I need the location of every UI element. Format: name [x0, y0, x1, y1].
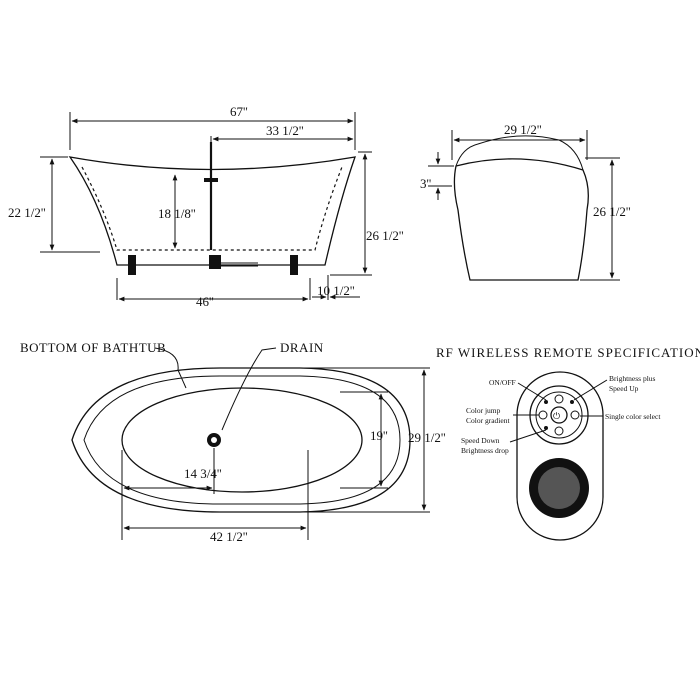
- label-color-jump: Color jump: [466, 406, 501, 415]
- end-view: 29 1/2'' 3'' 26 1/2'': [420, 122, 631, 281]
- dim-drain-offset: 14 3/4'': [184, 466, 222, 481]
- brightness-plus-dot-icon: [570, 400, 574, 404]
- top-view: BOTTOM OF BATHTUB DRAIN 19'' 29 1/2'' 14…: [20, 340, 446, 544]
- side-view-interior-line: [81, 166, 343, 251]
- label-speed-down: Speed Down: [461, 436, 500, 445]
- label-color-gradient: Color gradient: [466, 416, 510, 425]
- dim-total-height: 26 1/2'': [366, 228, 404, 243]
- right-leg: [290, 255, 298, 275]
- left-leg: [128, 255, 136, 275]
- drain-label: DRAIN: [280, 340, 324, 355]
- dim-end-width: 29 1/2'': [504, 122, 542, 137]
- power-button[interactable]: [550, 406, 568, 424]
- remote-dial-center: [538, 467, 580, 509]
- power-icon: ⏻: [553, 411, 560, 421]
- dim-overall-length: 67'': [230, 104, 248, 119]
- color-mode-button[interactable]: [538, 410, 548, 420]
- dim-rim-drop: 3'': [420, 176, 431, 191]
- dim-outer-width: 29 1/2'': [408, 430, 446, 445]
- label-single-color: Single color select: [605, 412, 661, 421]
- dim-inner-length: 42 1/2'': [210, 529, 248, 544]
- brightness-up-button[interactable]: [554, 394, 564, 404]
- side-view-tub-outline: [68, 156, 356, 266]
- drain-leader-line: [221, 347, 277, 431]
- faucet-handle: [204, 178, 218, 182]
- end-view-rim: [455, 135, 584, 171]
- end-view-tub-outline: [453, 158, 589, 281]
- brightness-down-button[interactable]: [554, 426, 564, 436]
- side-view: 67'' 33 1/2'' 22 1/2'' 18 1/8'' 26 1/2''…: [8, 104, 404, 309]
- dim-end-height: 22 1/2'': [8, 205, 46, 220]
- dim-interior-depth: 18 1/8'': [158, 206, 196, 221]
- top-view-outer-outline: [71, 367, 411, 513]
- top-view-basin: [121, 387, 363, 493]
- on-off-dot-icon: [544, 400, 548, 404]
- bottom-of-bathtub-label: BOTTOM OF BATHTUB: [20, 340, 166, 355]
- remote-specifications: RF WIRELESS REMOTE SPECIFICATIONS ⏻ ON/O…: [436, 345, 700, 541]
- single-color-button[interactable]: [570, 410, 580, 420]
- dim-inner-width: 19'': [370, 428, 388, 443]
- label-speed-up: Speed Up: [609, 384, 639, 393]
- dim-faucet-offset: 33 1/2'': [266, 123, 304, 138]
- remote-title: RF WIRELESS REMOTE SPECIFICATIONS: [436, 345, 700, 360]
- drain-assembly: [209, 255, 221, 269]
- dim-base-length: 46'': [196, 294, 214, 309]
- label-brightness-drop: Brightness drop: [461, 446, 509, 455]
- label-on-off: ON/OFF: [489, 378, 516, 387]
- label-brightness-plus: Brightness plus: [609, 374, 656, 383]
- dim-leg-offset: 10 1/2'': [317, 283, 355, 298]
- speed-down-dot-icon: [544, 426, 548, 430]
- dim-end-height: 26 1/2'': [593, 204, 631, 219]
- top-view-rim-inner-outline: [83, 375, 401, 505]
- remote-body: [516, 371, 604, 541]
